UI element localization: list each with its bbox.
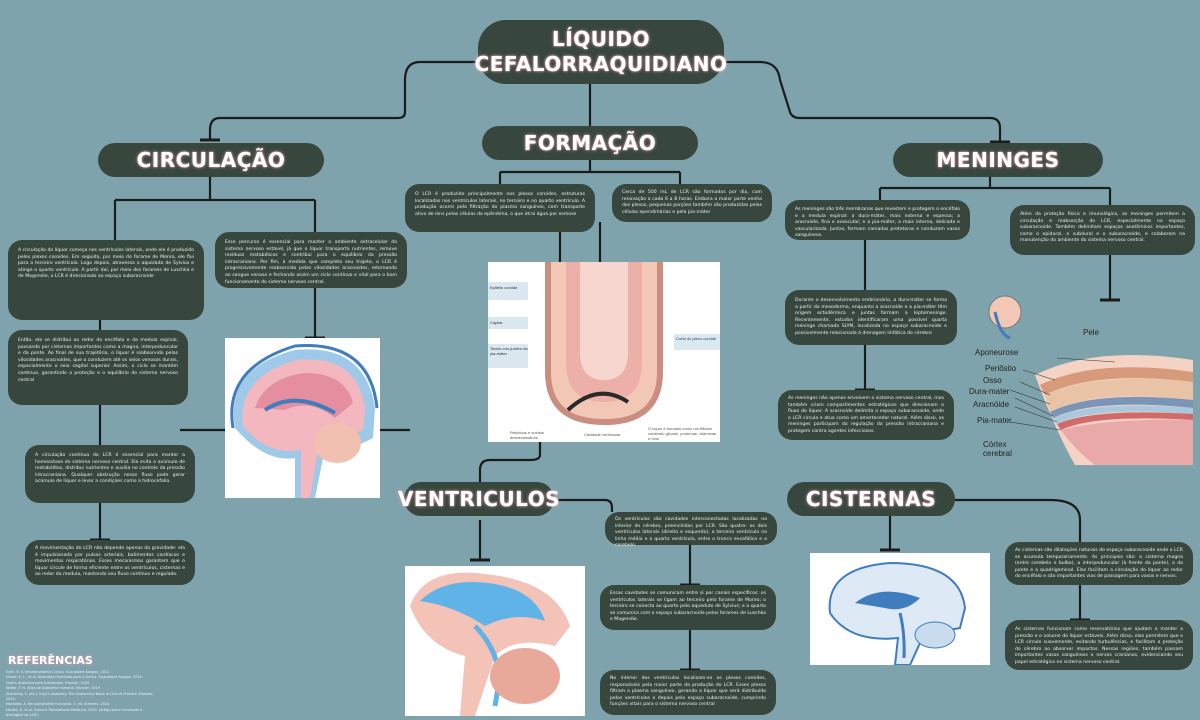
cisterns-image — [810, 553, 990, 665]
cisternas-text-2: As cisternas funcionam como reservatório… — [1005, 620, 1193, 670]
meninges-header: MENINGES — [893, 143, 1103, 177]
cisternas-text-1: As cisternas são dilatações naturais do … — [1005, 542, 1193, 585]
choroid-plexus-image: Epitélio coroide Capilar Tecido con-junt… — [488, 262, 720, 442]
layer-pele: Pele — [1083, 328, 1100, 337]
title-line-1: LÍQUIDO — [552, 27, 650, 51]
references-list: Snell, R. S. Neuroanatomia Clínica. Guan… — [6, 670, 156, 719]
formacao-text-2: Cerca de 500 mL de LCR são formados por … — [612, 184, 772, 222]
layer-cortex: Córtex cerebral — [983, 440, 1012, 458]
references-title: REFERÊNCIAS — [8, 654, 93, 667]
label-liquor: O líquor é formado como um filtrado cont… — [648, 426, 717, 441]
title-line-2: CEFALORRAQUIDIANO — [474, 52, 728, 76]
reference-item: Gray's Anatomia para Estudantes. Elsevie… — [6, 680, 91, 685]
reference-item: Standring, S. (ed.). Gray's Anatomy: The… — [6, 691, 154, 702]
reference-item: Moore, K. L., et al. Anatomia Orientada … — [6, 675, 143, 680]
layer-aponeurose: Aponeurose — [975, 348, 1019, 357]
ventriculos-text-1: Os ventrículos são cavidades interconect… — [605, 512, 777, 548]
circulacao-text-2: Esse percurso é essencial para manter o … — [215, 232, 407, 288]
ventricles-image — [405, 566, 585, 716]
layer-periostio: Periôstio — [985, 364, 1017, 373]
meninges-text-1: As meninges são três membranas que reves… — [785, 200, 970, 240]
circulacao-text-3: Então, ele se distribui ao redor do encé… — [8, 330, 188, 405]
label-curta: Curta do plexo coroide — [676, 336, 717, 341]
reference-item: Netter, F. H. Atlas de Anatomia Humana. … — [6, 686, 101, 691]
meninges-text-4: As meninges não apenas envolvem o sistem… — [778, 390, 954, 440]
circulacao-text-4: A circulação contínua do LCR é essencial… — [25, 445, 195, 503]
circulacao-text-1: A circulação do líquor começa nos ventrí… — [8, 240, 204, 320]
label-residuos: Resíduos e solutos desnecessários — [510, 430, 545, 440]
meninges-text-2: Além da proteção física e imunológica, a… — [1010, 205, 1195, 255]
reference-item: Snell, R. S. Neuroanatomia Clínica. Guan… — [6, 670, 111, 674]
meninges-text-3: Durante o desenvolvimento embrionário, a… — [785, 290, 957, 345]
brain-sagittal-image — [225, 338, 380, 498]
formacao-text-1: O LCR é produzido principalmente nos ple… — [405, 184, 595, 232]
ventriculos-text-2: Essas cavidades se comunicam entre si po… — [600, 585, 776, 630]
label-epitelio: Epitélio coroide — [490, 285, 518, 290]
label-capilar: Capilar — [490, 320, 503, 325]
layer-aracnoide: Aracnóide — [973, 400, 1010, 409]
meninges-layers-image: Pele Aponeurose Periôstio Osso Dura-mate… — [965, 290, 1195, 465]
circulacao-header: CIRCULAÇÃO — [98, 143, 324, 177]
layer-dura-mater: Dura-mater — [969, 387, 1010, 396]
formacao-header: FORMAÇÃO — [482, 126, 698, 160]
label-tecido: Tecido con-juntivo da pia-máter — [490, 346, 528, 356]
ventriculos-text-3: No interior dos ventrículos localizam-se… — [600, 670, 776, 715]
reference-item: Mestre, H. et al. Science Translational … — [6, 707, 143, 718]
label-bg — [488, 282, 528, 300]
reference-item: Machado, A. Neuroanatomia Funcional. 3. … — [6, 702, 111, 707]
layer-osso: Osso — [983, 376, 1002, 385]
circulacao-text-5: A movimentação do LCR não depende apenas… — [25, 540, 195, 585]
ventriculos-header: VENTRICULOS — [398, 482, 560, 516]
cisternas-header: CISTERNAS — [787, 482, 955, 516]
label-cavidade: Cavidade ventricular — [584, 432, 621, 437]
layer-pia-mater: Pia-mater — [977, 416, 1012, 425]
